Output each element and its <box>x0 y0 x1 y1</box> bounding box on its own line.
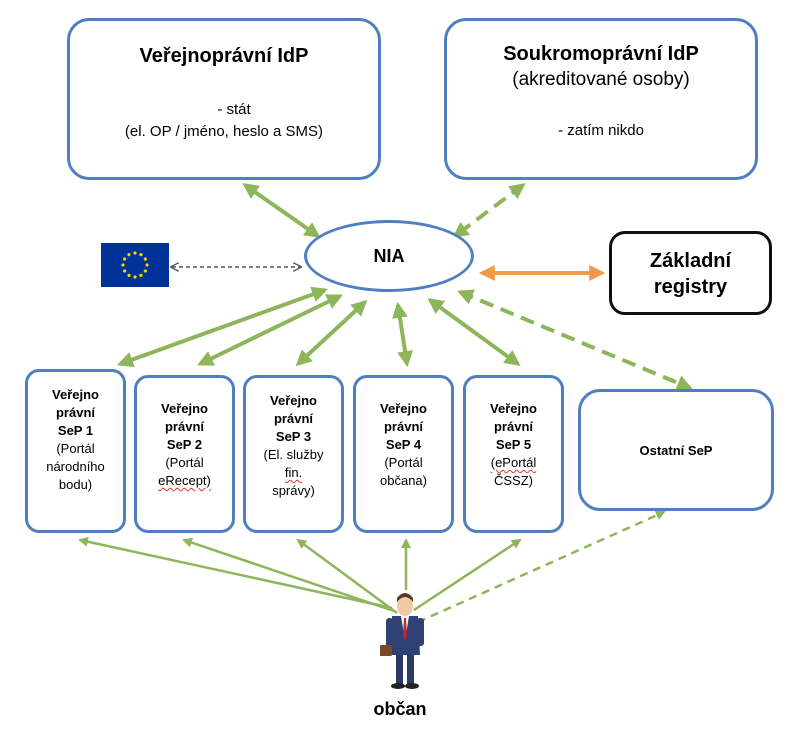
nia-label: NIA <box>373 245 405 266</box>
sep-4-line3: SeP 4 <box>385 437 422 452</box>
eu-star-icon <box>133 251 137 255</box>
sep-2-line2: právní <box>164 419 204 434</box>
citizen-icon <box>380 593 424 689</box>
sep-2-desc2: eRecept) <box>158 473 211 488</box>
public-idp-title: Veřejnoprávní IdP <box>139 45 309 67</box>
sep-box-4: Veřejno právní SeP 4 (Portál občana) <box>353 375 454 533</box>
eu-star-icon <box>123 269 127 273</box>
sep-1-desc2: národního <box>46 459 105 474</box>
sep-box-2: Veřejno právní SeP 2 (Portál eRecept) <box>134 375 235 533</box>
sep-box-1: Veřejno právní SeP 1 (Portál národního b… <box>25 369 126 533</box>
arrow-public-idp-nia <box>242 183 321 238</box>
sep-2-desc1: (Portál <box>165 455 204 470</box>
sep-5-desc1: (ePortál <box>490 455 537 470</box>
private-idp-box: Soukromoprávní IdP (akreditované osoby) … <box>444 18 758 180</box>
registry-line1: Základní <box>649 250 732 272</box>
sep-box-5: Veřejno právní SeP 5 (ePortál ČSSZ) <box>463 375 564 533</box>
sep-1-line2: právní <box>55 405 95 420</box>
eu-star-icon <box>133 275 137 279</box>
other-sep-box: Ostatní SeP <box>578 389 774 511</box>
arrow-citizen-other-sep <box>417 510 666 624</box>
eu-star-icon <box>143 257 147 261</box>
registry-box: Základní registry <box>609 231 772 315</box>
arrow-citizen-sep3 <box>296 538 398 615</box>
private-idp-subtitle: (akreditované osoby) <box>512 69 690 90</box>
arrow-private-idp-nia <box>452 183 526 238</box>
arrow-citizen-sep2 <box>182 537 395 613</box>
sep-3-desc1: (El. služby <box>263 447 324 462</box>
public-idp-line1: - stát <box>217 101 251 118</box>
sep-1-line3: SeP 1 <box>57 423 94 438</box>
arrow-nia-sep2 <box>197 294 343 366</box>
sep-5-line2: právní <box>493 419 533 434</box>
eu-star-icon <box>145 263 149 267</box>
sep-1-desc1: (Portál <box>56 441 95 456</box>
sep-4-line2: právní <box>383 419 423 434</box>
sep-3-desc2: fin. <box>284 465 303 480</box>
sep-2-line1: Veřejno <box>161 401 208 416</box>
sep-1-line1: Veřejno <box>52 387 99 402</box>
eu-star-icon <box>143 269 147 273</box>
eu-star-icon <box>139 253 143 257</box>
arrow-nia-other-sep <box>457 289 693 391</box>
sep-3-desc3: správy) <box>272 483 315 498</box>
eu-star-icon <box>127 253 131 257</box>
eu-star-icon <box>127 273 131 277</box>
sep-4-line1: Veřejno <box>380 401 427 416</box>
sep-3-line3: SeP 3 <box>275 429 312 444</box>
eu-star-icon <box>139 273 143 277</box>
sep-4-desc1: (Portál <box>384 455 423 470</box>
other-sep-label: Ostatní SeP <box>639 442 713 458</box>
sep-5-line1: Veřejno <box>490 401 537 416</box>
sep-1-desc3: bodu) <box>58 477 93 492</box>
sep-3-line1: Veřejno <box>270 393 317 408</box>
sep-5-desc2: ČSSZ) <box>494 473 533 488</box>
eu-star-icon <box>121 263 125 267</box>
private-idp-title: Soukromoprávní IdP <box>503 43 699 65</box>
registry-line2: registry <box>653 276 728 298</box>
citizen-label: občan <box>373 699 427 719</box>
arrow-citizen-sep1 <box>78 536 393 610</box>
private-idp-line1: - zatím nikdo <box>558 122 644 139</box>
eu-flag-icon <box>101 243 169 287</box>
sep-box-3: Veřejno právní SeP 3 (El. služby fin. sp… <box>243 375 344 533</box>
eu-star-icon <box>123 257 127 261</box>
nia-node: NIA <box>304 220 474 292</box>
sep-3-line2: právní <box>273 411 313 426</box>
arrow-nia-sep4 <box>392 301 413 368</box>
public-idp-line2: (el. OP / jméno, heslo a SMS) <box>124 123 324 140</box>
arrow-citizen-sep5 <box>413 538 522 612</box>
sep-4-desc2: občana) <box>380 473 427 488</box>
sep-2-line3: SeP 2 <box>166 437 203 452</box>
sep-5-line3: SeP 5 <box>495 437 532 452</box>
arrow-nia-sep3 <box>295 299 368 367</box>
public-idp-box: Veřejnoprávní IdP - stát (el. OP / jméno… <box>67 18 381 180</box>
